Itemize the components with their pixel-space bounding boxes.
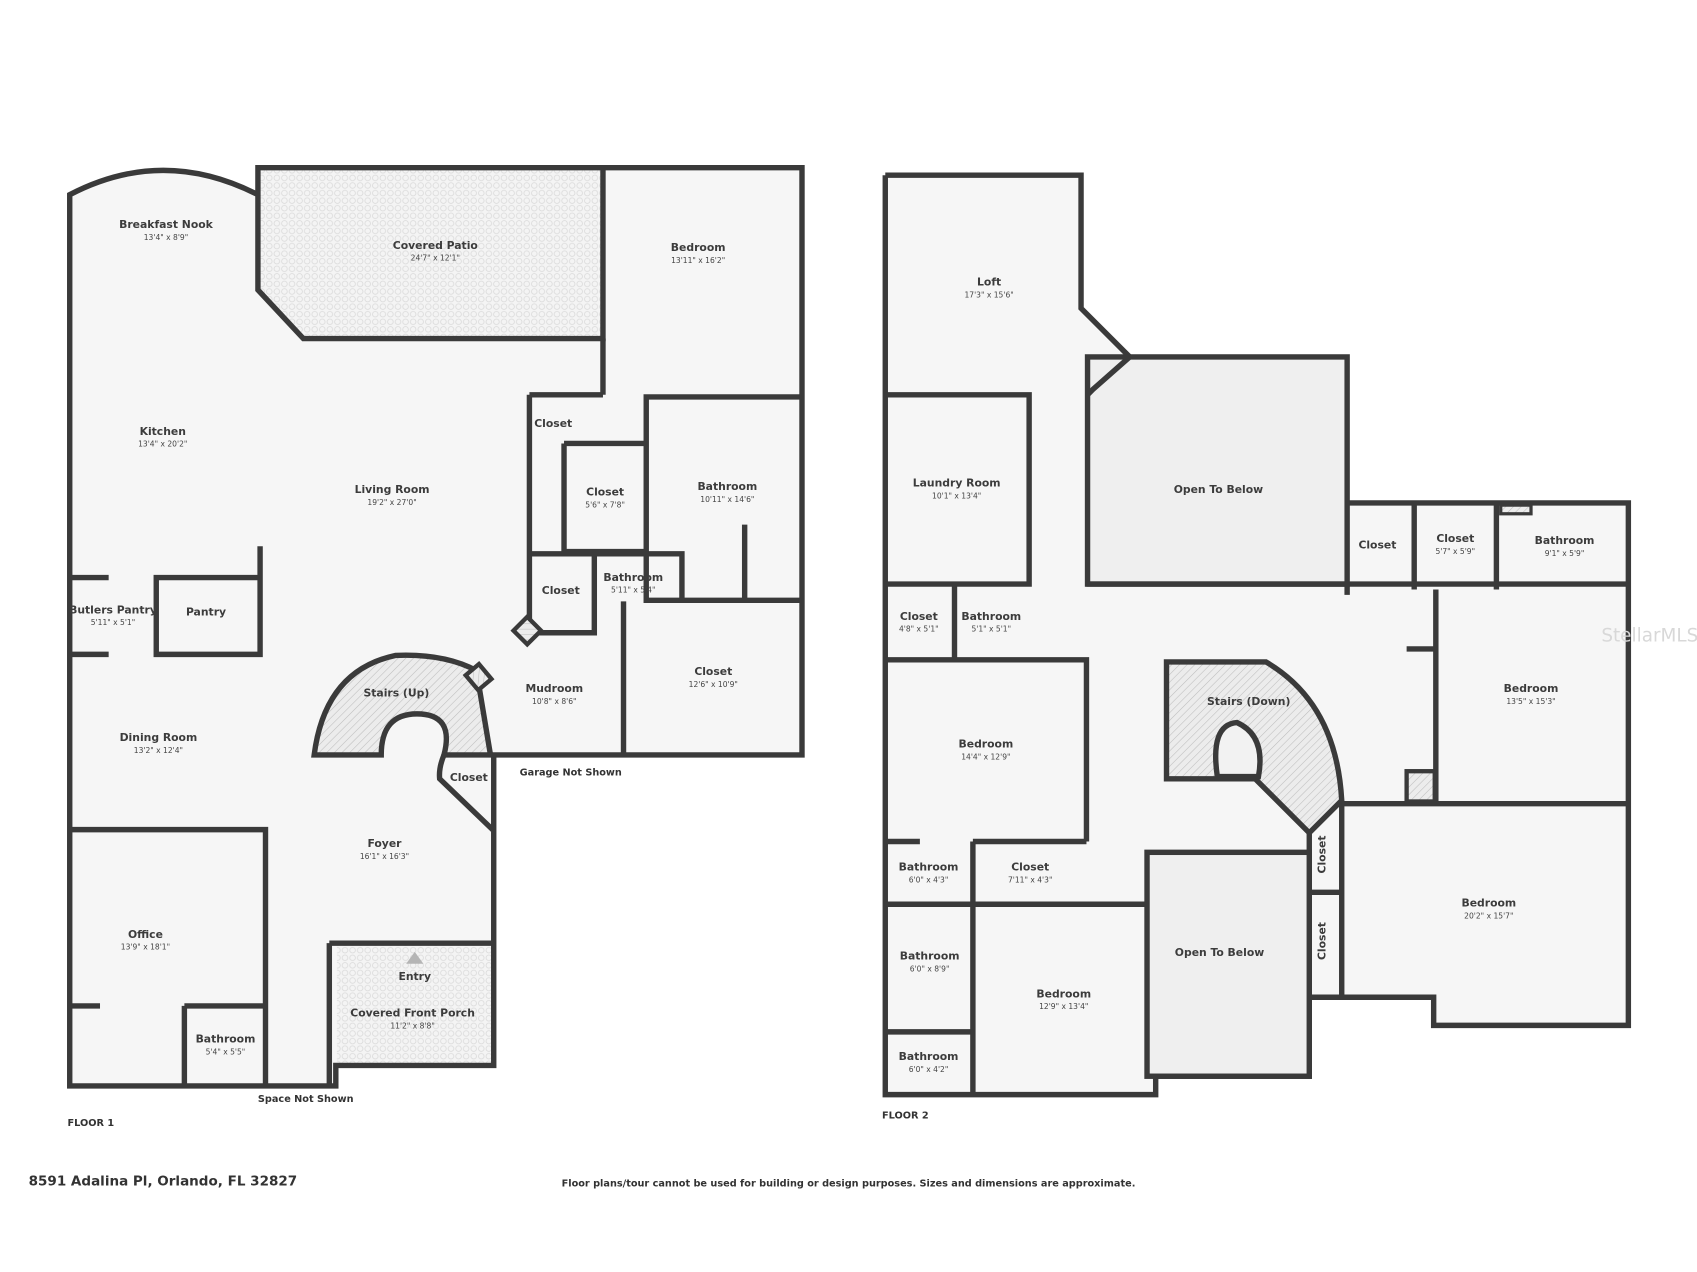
room-dims: 5'1" x 5'1" — [971, 625, 1011, 634]
room-dims: 13'2" x 12'4" — [134, 746, 183, 755]
room-name: Bathroom — [899, 861, 959, 874]
room-dims: 12'6" x 10'9" — [689, 680, 738, 689]
room-dims: 6'0" x 8'9" — [910, 964, 950, 973]
room-name: Open To Below — [1174, 483, 1263, 496]
entry-arrow-icon — [406, 951, 424, 964]
room-dims: 13'4" x 20'2" — [138, 440, 187, 449]
garage-not-shown-note: Garage Not Shown — [520, 768, 622, 779]
room-dims: 6'0" x 4'3" — [909, 876, 949, 885]
floor-2: Loft 17'3" x 15'6" Laundry Room 10'1" x … — [882, 172, 1632, 1121]
disclaimer: Floor plans/tour cannot be used for buil… — [562, 1179, 1136, 1190]
room-name: Closet — [586, 485, 624, 498]
room-name: Bathroom — [961, 610, 1021, 623]
room-name: Mudroom — [526, 682, 584, 695]
room-name: Covered Patio — [393, 239, 478, 252]
room-dims: 9'1" x 5'9" — [1545, 549, 1585, 558]
room-name: Closet — [450, 771, 488, 784]
room-dims: 5'4" x 5'5" — [206, 1048, 246, 1057]
room-dims: 5'11" x 5'1" — [91, 618, 135, 627]
room-name: Bedroom — [1036, 987, 1091, 1000]
room-name: Laundry Room — [913, 477, 1001, 490]
floor-2-label: FLOOR 2 — [882, 1110, 929, 1121]
room-name: Closet — [542, 584, 580, 597]
room-name: Kitchen — [140, 425, 186, 438]
floor-1-label: FLOOR 1 — [68, 1118, 115, 1129]
room-name: Closet — [900, 610, 938, 623]
room-dims: 5'6" x 7'8" — [585, 500, 625, 509]
room-dims: 11'2" x 8'8" — [390, 1022, 434, 1031]
room-name: Bedroom — [1461, 896, 1516, 909]
room-name: Open To Below — [1175, 946, 1264, 959]
room-dims: 4'8" x 5'1" — [899, 625, 939, 634]
room-dims: 10'11" x 14'6" — [700, 495, 754, 504]
room-dims: 16'1" x 16'3" — [360, 852, 409, 861]
room-name: Closet — [694, 665, 732, 678]
room-name: Bathroom — [900, 949, 960, 962]
room-dims: 19'2" x 27'0" — [367, 498, 416, 507]
room-dims: 20'2" x 15'7" — [1464, 911, 1513, 920]
room-dims: 24'7" x 12'1" — [411, 254, 460, 263]
room-name: Bathroom — [697, 480, 757, 493]
room-name: Butlers Pantry — [69, 603, 157, 616]
room-dims: 6'0" x 4'2" — [909, 1065, 949, 1074]
room-dims: 13'11" x 16'2" — [671, 256, 725, 265]
room-name: Stairs (Up) — [363, 687, 429, 700]
open-to-below-upper — [1084, 354, 1350, 587]
covered-patio-area — [260, 169, 602, 338]
room-name: Closet — [534, 417, 572, 430]
room-name: Dining Room — [120, 731, 198, 744]
covered-front-porch-area — [336, 944, 493, 1065]
room-dims: 13'9" x 18'1" — [121, 943, 170, 952]
room-name: Breakfast Nook — [119, 218, 214, 231]
room-dims: 14'4" x 12'9" — [961, 752, 1010, 761]
room-name: Closet — [1315, 836, 1328, 874]
room-name: Loft — [977, 276, 1001, 289]
room-dims: 13'5" x 15'3" — [1506, 697, 1555, 706]
space-not-shown-note: Space Not Shown — [258, 1094, 354, 1105]
room-dims: 7'11" x 4'3" — [1008, 876, 1052, 885]
room-name: Bedroom — [1504, 682, 1559, 695]
room-name: Bedroom — [959, 737, 1014, 750]
room-name: Bathroom — [603, 571, 663, 584]
room-dims: 5'11" x 5'4" — [611, 586, 655, 595]
room-dims: 5'7" x 5'9" — [1435, 547, 1475, 556]
room-dims: 10'8" x 8'6" — [532, 697, 576, 706]
room-name: Closet — [1358, 538, 1396, 551]
room-name: Closet — [1436, 532, 1474, 545]
room-name: Pantry — [186, 605, 226, 618]
room-dims: 10'1" x 13'4" — [932, 492, 981, 501]
room-name: Office — [128, 928, 163, 941]
room-name: Covered Front Porch — [350, 1007, 475, 1020]
room-dims: 13'4" x 8'9" — [144, 233, 188, 242]
open-to-below-lower — [1144, 849, 1312, 1079]
room-name: Closet — [1316, 922, 1329, 960]
property-address: 8591 Adalina Pl, Orlando, FL 32827 — [29, 1173, 298, 1189]
room-name: Closet — [1011, 861, 1049, 874]
room-name: Entry — [398, 970, 431, 983]
watermark: StellarMLS — [1601, 625, 1697, 646]
room-dims: 17'3" x 15'6" — [964, 290, 1013, 299]
room-name: Stairs (Down) — [1207, 695, 1290, 708]
room-name: Bedroom — [671, 241, 726, 254]
room-dims: 12'9" x 13'4" — [1039, 1002, 1088, 1011]
room-name: Living Room — [355, 483, 430, 496]
room-name: Bathroom — [1535, 534, 1595, 547]
floor-1: Breakfast Nook 13'4" x 8'9" Covered Pati… — [67, 164, 805, 1129]
room-name: Bathroom — [899, 1050, 959, 1063]
room-name: Bathroom — [196, 1033, 256, 1046]
room-name: Foyer — [367, 837, 402, 850]
